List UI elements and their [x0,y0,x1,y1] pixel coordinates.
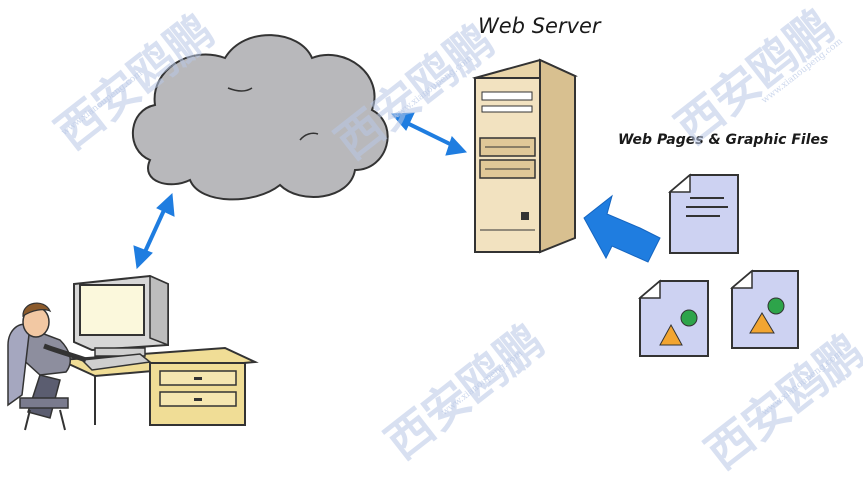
computer-monitor [73,274,169,357]
server-tower [472,58,578,254]
keyboard [80,353,152,371]
upload-arrow [583,194,661,263]
web-pages-files-label: Web Pages & Graphic Files [618,132,829,148]
graphic-file-2 [729,269,799,349]
network-diagram [7,34,799,431]
desk [59,346,259,426]
web-page-document [667,173,739,254]
graphic-file-1 [637,279,709,357]
cloud-computer-arrow [133,192,175,270]
web-server-label: Web Server [478,14,601,38]
internet-cloud [132,34,389,201]
cloud-server-arrow [390,112,468,156]
person-at-computer [7,302,87,431]
